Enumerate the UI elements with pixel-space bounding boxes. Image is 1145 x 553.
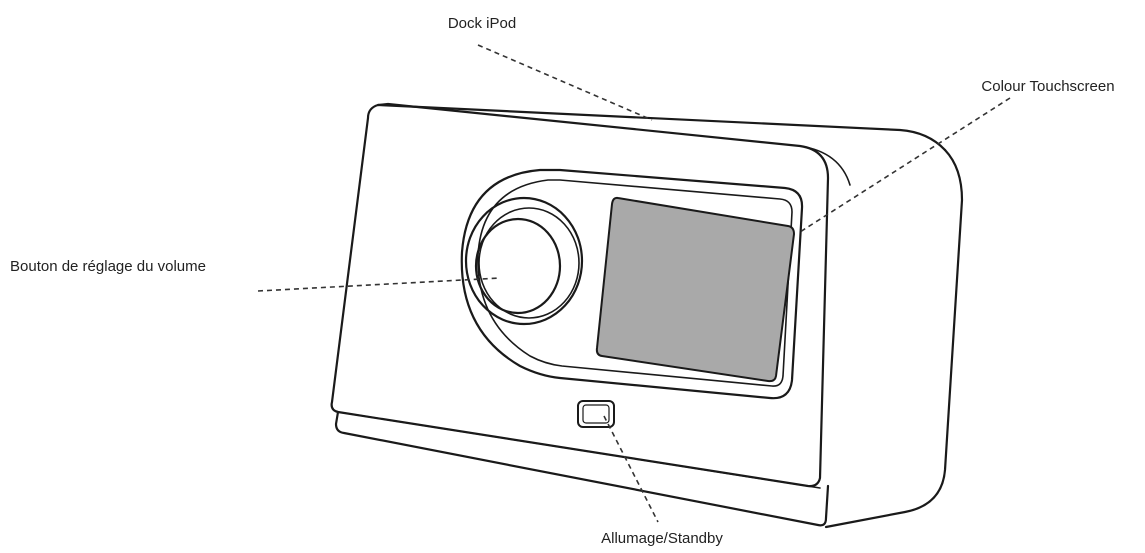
front-panel (460, 168, 804, 400)
base-inner-line (337, 411, 821, 489)
panel-recess-inner (477, 179, 793, 387)
power-button-inner (582, 404, 610, 424)
side-profile (824, 148, 964, 529)
leader-dock (477, 44, 653, 121)
label-dock: Dock iPod (448, 15, 516, 32)
screen-surface[interactable] (595, 196, 796, 383)
knob-face[interactable] (474, 217, 562, 315)
label-touchscreen: Colour Touchscreen (981, 78, 1114, 95)
leader-power (603, 415, 659, 523)
power-button[interactable] (577, 400, 615, 428)
knob-ring-inner (478, 207, 580, 319)
knob-ring-outer (464, 196, 584, 326)
top-edge (376, 103, 947, 152)
colour-touchscreen[interactable] (595, 196, 796, 383)
leader-volume (257, 277, 501, 292)
label-power: Allumage/Standby (601, 530, 723, 547)
label-volume: Bouton de réglage du volume (10, 258, 206, 275)
panel-recess-outer (460, 168, 804, 400)
power-button-body[interactable] (577, 400, 615, 428)
base-line (334, 410, 830, 527)
leader-touchscreen (799, 97, 1011, 233)
volume-knob[interactable] (464, 196, 584, 326)
top-inner-curve (799, 145, 851, 186)
radio-body (330, 102, 964, 529)
